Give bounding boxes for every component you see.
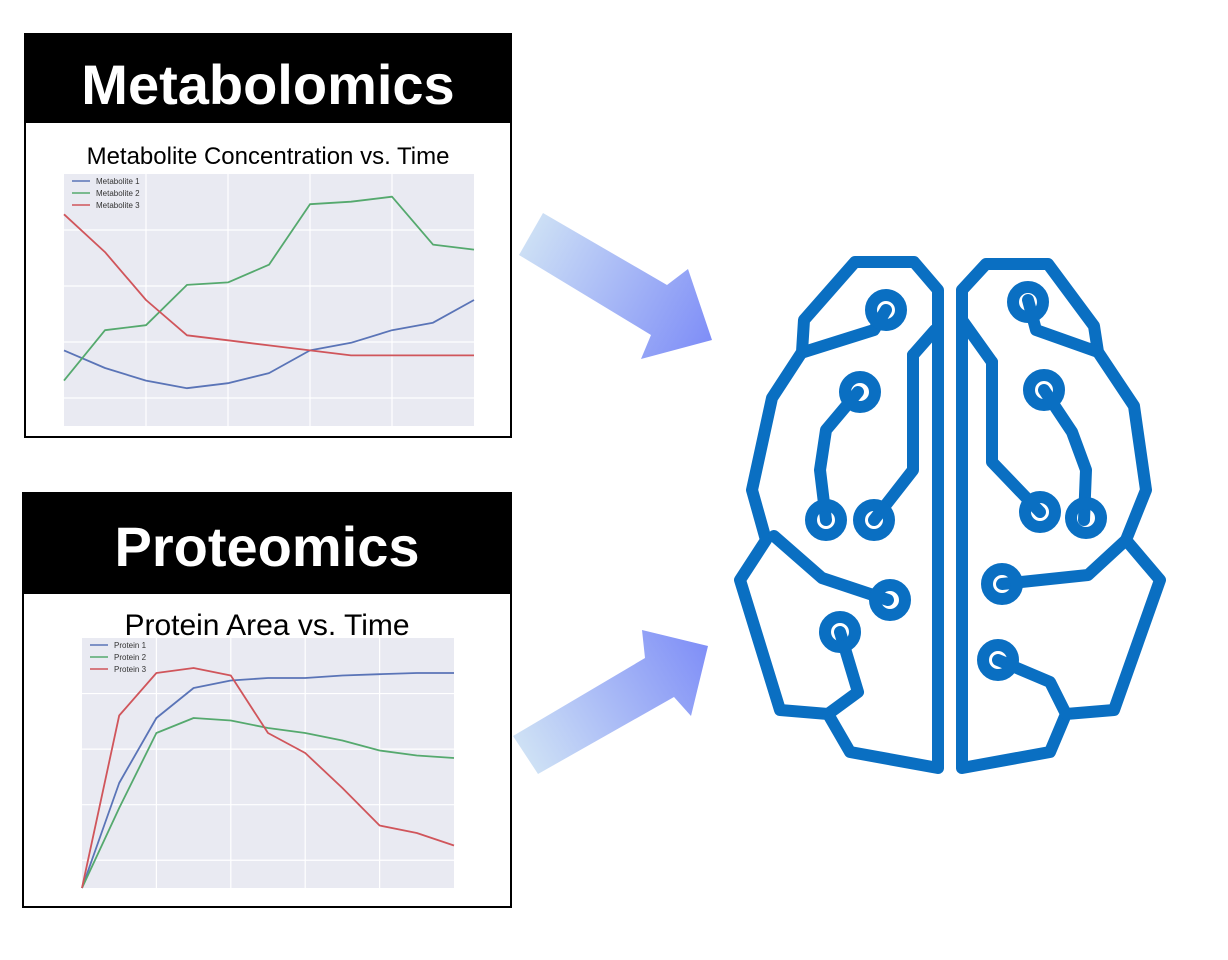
proteomics-chart: Protein 1 Protein 2 Protein 3 (81, 638, 455, 889)
arrow-right-icon (519, 213, 712, 359)
legend-label: Metabolite 3 (96, 201, 140, 210)
legend-label: Metabolite 2 (96, 189, 140, 198)
proteomics-panel: Proteomics Protein Area vs. Time Protein… (22, 492, 512, 908)
series-line-1 (81, 672, 454, 889)
series-line-2 (81, 717, 455, 889)
series-line-3 (81, 667, 455, 889)
legend-label: Protein 2 (114, 653, 147, 662)
plot-area (82, 638, 454, 888)
legend-label: Protein 3 (114, 665, 147, 674)
series-line-2 (63, 195, 475, 382)
brain-circuit-icon (734, 256, 1166, 774)
metabolomics-chart-title: Metabolite Concentration vs. Time (86, 143, 450, 170)
legend-label: Metabolite 1 (96, 177, 140, 186)
legend-label: Protein 1 (114, 641, 147, 650)
proteomics-header: Proteomics (24, 494, 510, 594)
proteomics-chart-title: Protein Area vs. Time (124, 609, 410, 642)
metabolomics-header: Metabolomics (26, 35, 510, 123)
arrow-right-icon (513, 630, 708, 774)
series-line-1 (63, 299, 475, 390)
series-line-3 (63, 213, 474, 357)
plot-area (64, 174, 474, 426)
metabolomics-panel: Metabolomics Metabolite Concentration vs… (24, 33, 512, 438)
metabolomics-chart: Metabolite 1 Metabolite 2 Metabolite 3 (63, 174, 475, 426)
